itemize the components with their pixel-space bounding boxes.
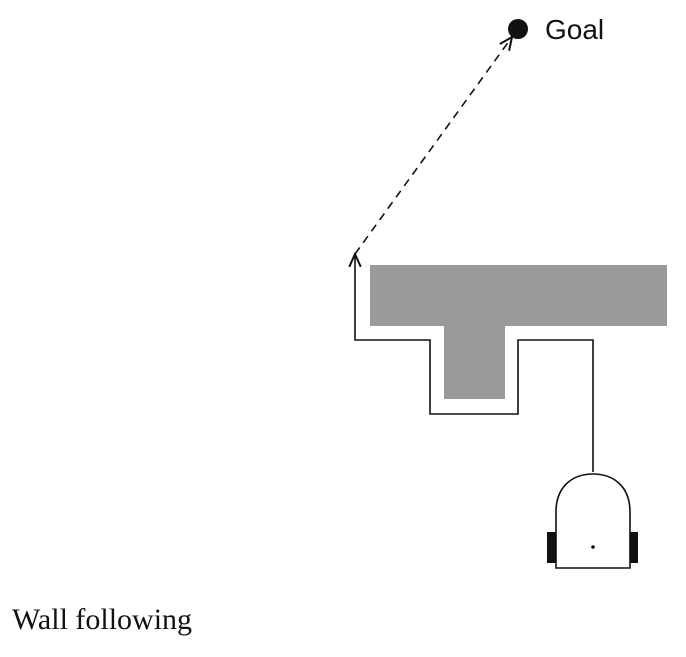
robot-center-dot xyxy=(591,545,595,549)
robot xyxy=(547,473,638,569)
obstacle-stem xyxy=(444,324,505,399)
figure-caption: Wall following xyxy=(12,603,193,636)
obstacle-top-bar xyxy=(370,265,667,326)
robot-left-wheel xyxy=(547,532,556,563)
direct-path-to-goal xyxy=(354,37,512,255)
robot-body xyxy=(555,473,631,569)
robot-right-wheel xyxy=(629,532,638,563)
goal-label: Goal xyxy=(545,14,604,45)
goal-point xyxy=(508,19,528,39)
wall-following-path xyxy=(355,254,594,472)
